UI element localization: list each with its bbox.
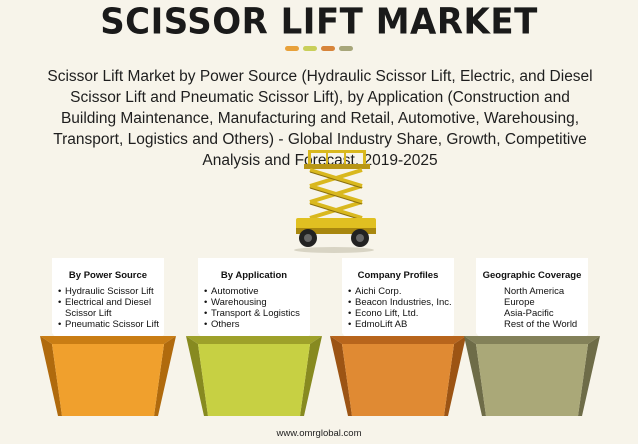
list-item: North America xyxy=(504,286,565,297)
segment-list: Aichi Corp. Beacon Industries, Inc. Econ… xyxy=(348,286,452,330)
bucket-graphic xyxy=(330,336,466,416)
list-item: Others xyxy=(204,319,308,330)
list-item: Asia-Pacific xyxy=(504,308,554,319)
segment-title: By Power Source xyxy=(68,270,148,281)
list-item: Automotive xyxy=(204,286,308,297)
segment-title: Geographic Coverage xyxy=(482,270,582,281)
bucket-graphic xyxy=(464,336,600,416)
bucket-graphic xyxy=(40,336,176,416)
segment-title: By Application xyxy=(220,270,288,281)
segment-list: Hydraulic Scissor Lift Electrical and Di… xyxy=(58,286,162,330)
segment-title: Company Profiles xyxy=(357,270,439,281)
divider-dash-4 xyxy=(339,46,353,51)
title-divider xyxy=(0,46,638,51)
list-item: EdmoLift AB xyxy=(348,319,452,330)
bucket-graphic xyxy=(186,336,322,416)
list-item: Europe xyxy=(504,297,535,308)
list-item: Pneumatic Scissor Lift xyxy=(58,319,162,330)
list-item: Warehousing xyxy=(204,297,308,308)
list-item: Hydraulic Scissor Lift xyxy=(58,286,162,297)
list-item: Aichi Corp. xyxy=(348,286,452,297)
scissor-lift-illustration xyxy=(294,150,376,253)
segment-list: Automotive Warehousing Transport & Logis… xyxy=(204,286,308,330)
list-item: Transport & Logistics xyxy=(204,308,308,319)
report-subtitle: Scissor Lift Market by Power Source (Hyd… xyxy=(47,68,593,169)
divider-dash-2 xyxy=(303,46,317,51)
segment-company-profiles: Company Profiles Aichi Corp. Beacon Indu… xyxy=(330,258,466,418)
list-item: Electrical and Diesel Scissor Lift xyxy=(58,297,162,319)
segment-application: By Application Automotive Warehousing Tr… xyxy=(186,258,322,418)
list-item: Beacon Industries, Inc. xyxy=(348,297,452,308)
divider-dash-1 xyxy=(285,46,299,51)
segment-list: North America Europe Asia-Pacific Rest o… xyxy=(504,286,588,330)
list-item: Econo Lift, Ltd. xyxy=(348,308,452,319)
divider-dash-3 xyxy=(321,46,335,51)
list-item: Rest of the World xyxy=(504,319,578,330)
segment-geographic-coverage: Geographic Coverage North America Europe… xyxy=(464,258,600,418)
website-link[interactable]: www.omrglobal.com xyxy=(276,428,362,439)
page-title: SCISSOR LIFT MARKET xyxy=(100,1,538,43)
segment-power-source: By Power Source Hydraulic Scissor Lift E… xyxy=(40,258,176,418)
